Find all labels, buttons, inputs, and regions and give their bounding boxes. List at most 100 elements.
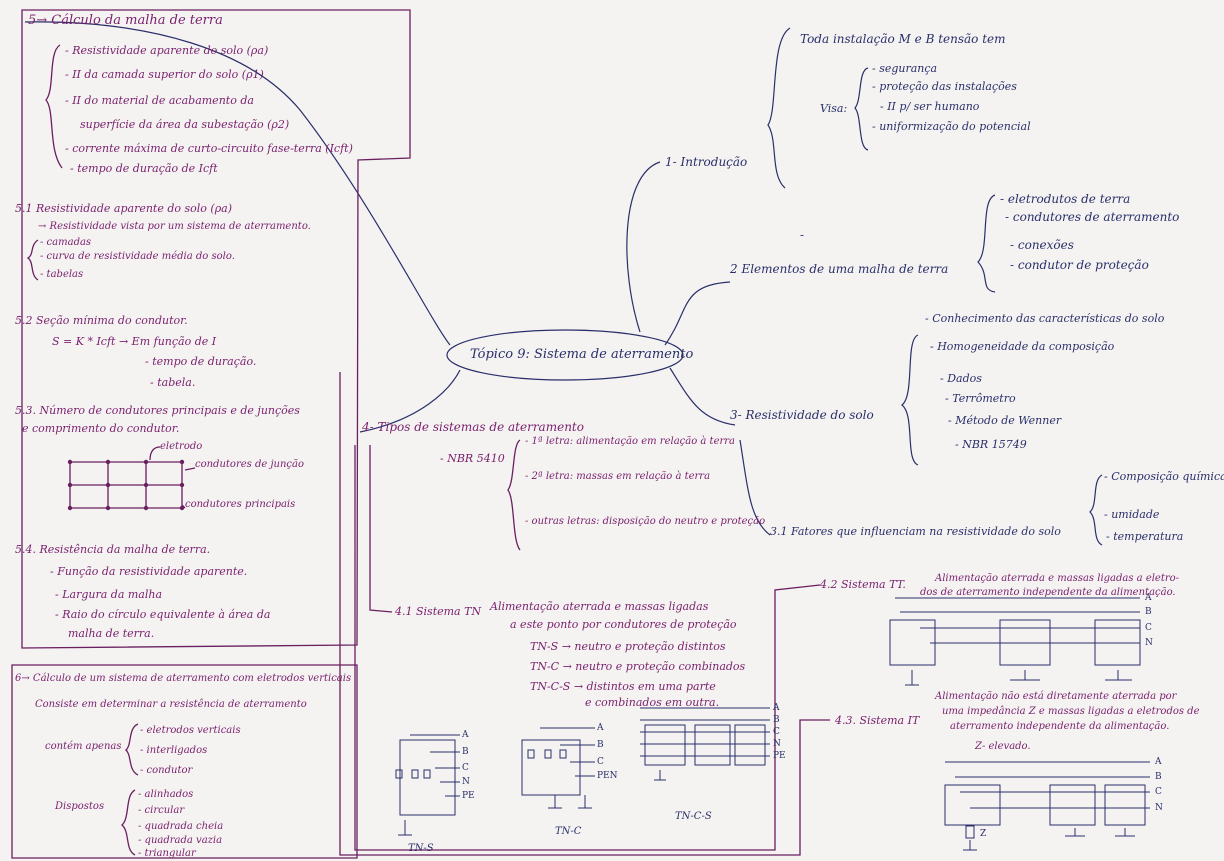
resist-item: - Método de Wenner [948,414,1062,427]
s51-item: - curva de resistividade média do solo. [40,251,235,262]
branch-fatores [739,439,771,536]
disp-item: - quadrada vazia [138,835,223,846]
disp-item: - alinhados [138,789,194,800]
elementos-dash: - [800,228,805,242]
intro-item: - uniformização do potencial [872,120,1031,133]
central-topic: Tópico 9: Sistema de aterramento [470,347,694,362]
s54-item: - Raio do círculo equivalente à área da [55,608,271,621]
wire-label: A [462,730,469,740]
sec6-label: 6→ Cálculo de um sistema de aterramento … [15,673,352,684]
fatores-brace [1089,474,1103,546]
s52-item: - tempo de duração. [145,355,257,368]
tipos-item: - outras letras: disposição do neutro e … [525,516,766,527]
tt-link [354,445,821,851]
disp-item: - triangular [138,848,196,859]
intro-brace [767,27,791,189]
s51-brace [26,239,39,281]
disp-item: - circular [138,805,185,816]
fatores-item: - umidade [1104,508,1160,521]
nbr-label: - NBR 5410 [440,452,505,465]
mesh-nodes [67,459,185,511]
s51-title: 5.1 Resistividade aparente do solo (ρa) [15,202,233,215]
tn-desc: a este ponto por condutores de proteção [510,618,737,631]
tn-c-label: TN-C [555,826,582,837]
grid-label-eletrodo: eletrodo [160,441,203,452]
s54-item: malha de terra. [68,627,155,640]
tn-item: TN-C-S → distintos em uma parte [530,680,716,693]
tn-desc: Alimentação aterrada e massas ligadas [490,600,709,613]
tn-c-s-diagram [640,707,770,781]
left-box [21,9,411,649]
calc-item: - corrente máxima de curto-circuito fase… [65,142,353,155]
wire-label: B [1145,607,1152,617]
contem-brace [125,723,139,776]
mesh-grid [69,446,196,509]
sec6-box [11,664,358,859]
intro-line1: Toda instalação M e B tensão tem [800,32,1006,46]
wire-label: C [462,763,469,773]
calc-item: - II da camada superior do solo (ρ1) [65,68,264,81]
wire-label: N [773,739,781,749]
calc-item: - II do material de acabamento da [65,94,254,107]
s52-item: - tabela. [150,376,196,389]
s53-title: 5.3. Número de condutores principais e d… [15,404,300,417]
resistividade-label: 3- Resistividade do solo [730,408,874,422]
dispostos-label: Dispostos [55,801,105,812]
contem-item: - interligados [140,745,208,756]
wire-label: N [462,777,470,787]
calc-brace [45,44,63,169]
tipos-label: 4- Tipos de sistemas de aterramento [362,420,584,434]
wire-label: B [773,715,780,725]
tn-frame [339,372,830,856]
it-desc: aterramento independente da alimentação. [950,721,1170,732]
tt-diagram [889,597,1141,686]
s51-note: → Resistividade vista por um sistema de … [38,221,311,232]
s52-formula: S = K * Icft → Em função de I [52,335,217,348]
calc-label: 5→ Cálculo da malha de terra [28,13,223,28]
tn-s-label: TN-S [408,843,434,854]
tn-c-diagram [521,727,595,809]
disp-brace [121,789,136,856]
fatores-label: 3.1 Fatores que influenciam na resistivi… [770,525,1061,538]
intro-item: - segurança [872,62,938,75]
visa-label: Visa: [820,102,848,115]
fatores-item: - Composição química [1104,470,1224,483]
it-label: 4.3. Sistema IT [835,714,920,727]
resist-item: - Conhecimento das características do so… [925,312,1165,325]
wire-label: A [1155,757,1162,767]
tn-label: 4.1 Sistema TN [395,605,482,618]
wire-label: A [1145,593,1152,603]
branch-calc [24,21,451,346]
tt-desc: dos de aterramento independente da alime… [920,587,1176,598]
tt-desc: Alimentação aterrada e massas ligadas a … [935,573,1180,584]
intro-item: - proteção das instalações [872,80,1017,93]
resist-item: - Terrômetro [945,392,1016,405]
elementos-label: 2 Elementos de uma malha de terra [730,262,949,276]
wire-label: C [773,727,780,737]
s51-item: - camadas [40,237,92,248]
elementos-item: - eletrodutos de terra [1000,192,1131,206]
wire-label: B [1155,772,1162,782]
intro-item: - II p/ ser humano [880,100,980,113]
tn-c-s-label: TN-C-S [675,811,712,822]
grid-label-juncao: condutores de junção [195,459,305,470]
tn-link [369,445,393,613]
wire-label: C [1155,787,1162,797]
it-desc: Z- elevado. [975,741,1031,752]
wire-label: N [1145,638,1153,648]
branch-resistividade [669,367,736,426]
intro-label: 1- Introdução [665,155,748,169]
tt-label: 4.2 Sistema TT. [820,578,906,591]
wire-label: PEN [597,771,618,781]
calc-item: - Resistividade aparente do solo (ρa) [65,44,269,57]
tn-item: TN-S → neutro e proteção distintos [530,640,726,653]
it-diagram [944,761,1150,851]
grid-label-principais: condutores principais [185,499,296,510]
resist-item: - Dados [940,372,982,385]
tn-item: TN-C → neutro e proteção combinados [530,660,746,673]
it-desc: Alimentação não está diretamente aterrad… [935,691,1177,702]
z-label: Z [980,829,987,839]
branch-elementos [664,281,731,346]
s52-title: 5.2 Seção mínima do condutor. [15,314,188,327]
